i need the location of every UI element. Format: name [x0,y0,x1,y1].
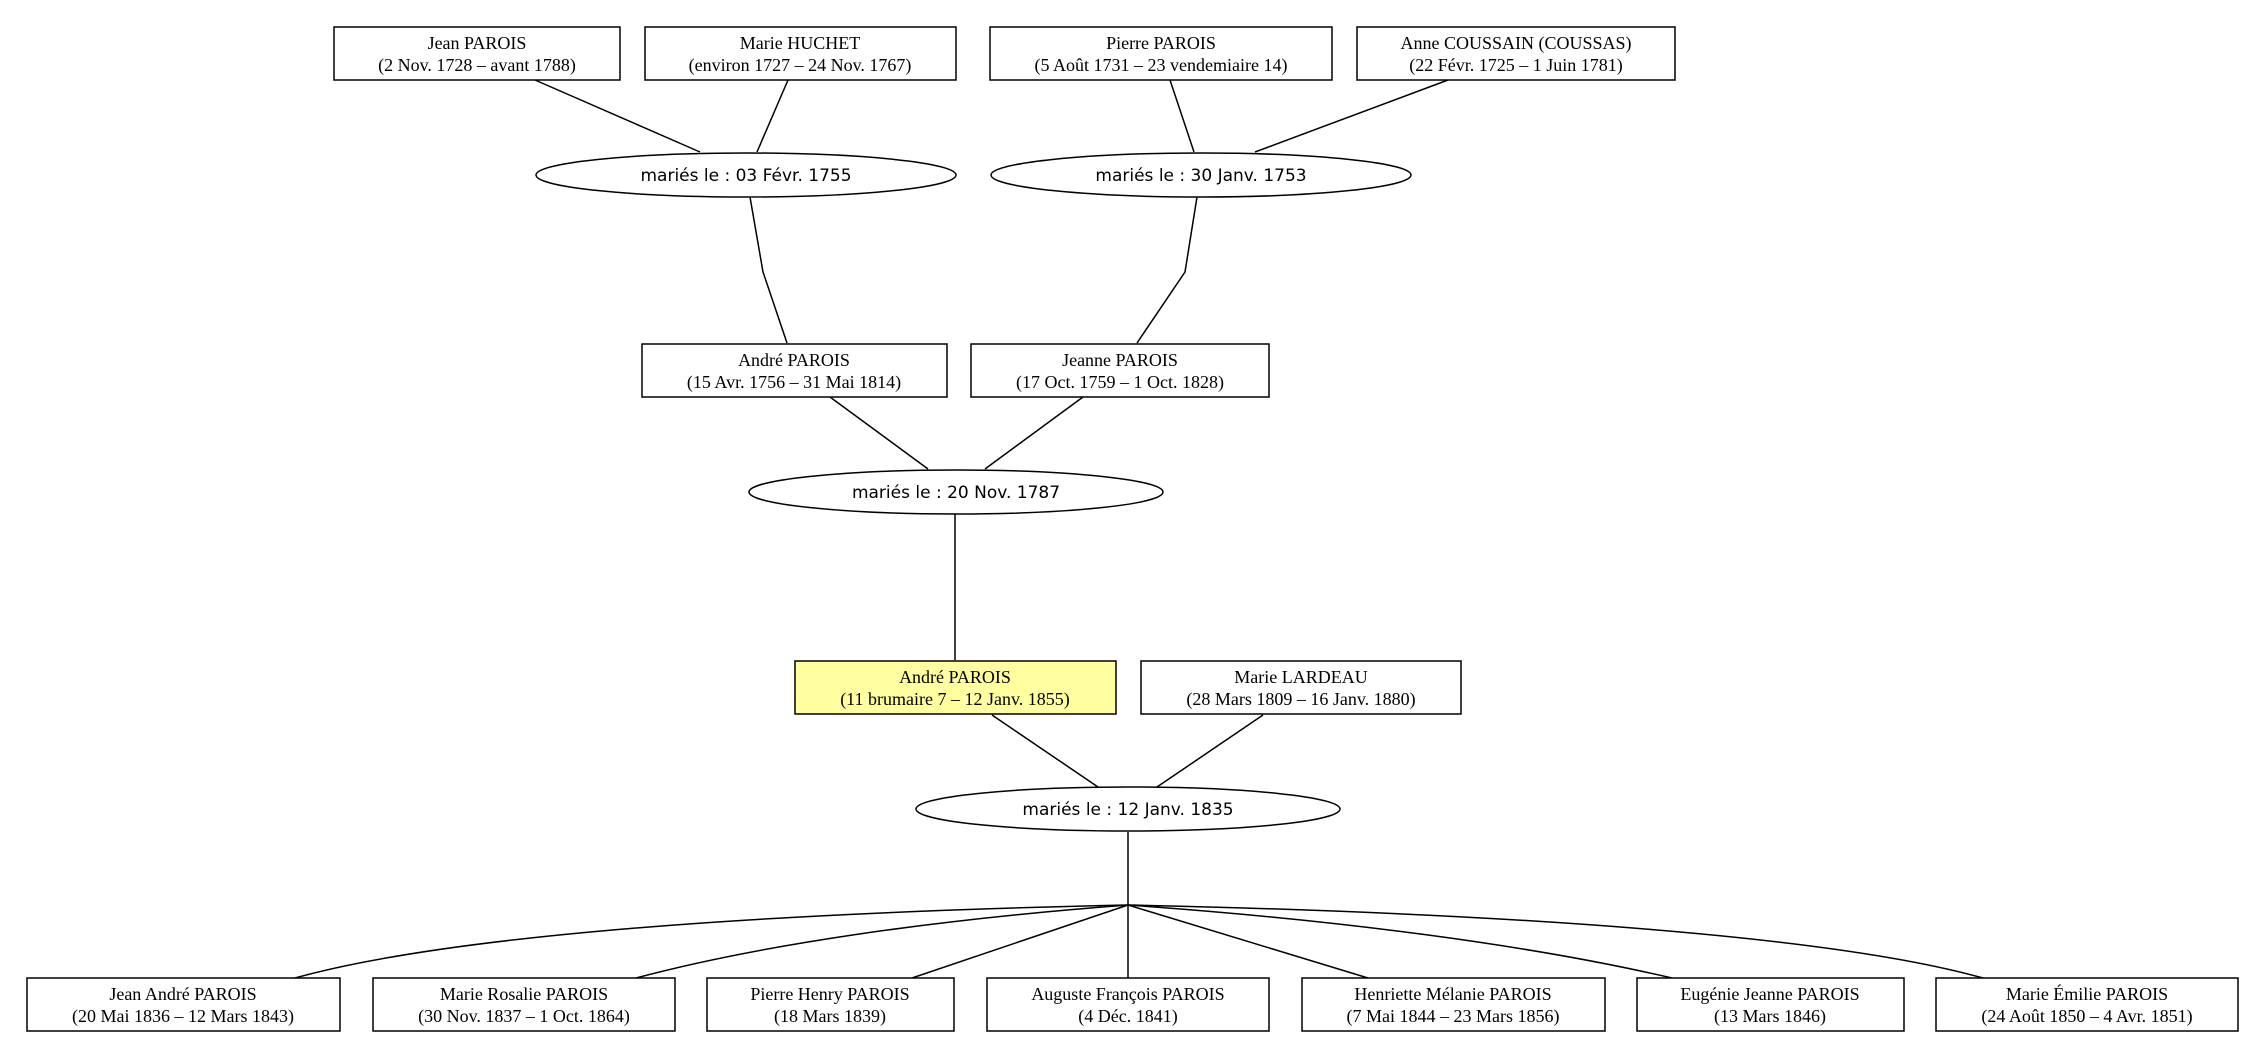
person-name: Jean André PAROIS [109,984,256,1004]
person-dates: (20 Mai 1836 – 12 Mars 1843) [72,1006,294,1027]
edge-lardeau-to-u1835 [1156,714,1264,788]
person-marie-lardeau[interactable]: Marie LARDEAU (28 Mars 1809 – 16 Janv. 1… [1140,660,1462,715]
edge-hub-to-eugenie [1127,904,1673,979]
child-auguste-francois-parois[interactable]: Auguste François PAROIS (4 Déc. 1841) [986,977,1270,1032]
union-1753[interactable]: mariés le : 30 Janv. 1753 [990,152,1412,198]
child-marie-rosalie-parois[interactable]: Marie Rosalie PAROIS (30 Nov. 1837 – 1 O… [372,977,676,1032]
person-dates: (7 Mai 1844 – 23 Mars 1856) [1347,1006,1560,1027]
edge-u1753-to-jeanne [1136,196,1198,344]
person-andre-parois-1756[interactable]: André PAROIS (15 Avr. 1756 – 31 Mai 1814… [641,343,948,398]
union-1787[interactable]: mariés le : 20 Nov. 1787 [748,469,1164,515]
person-name: André PAROIS [738,350,850,370]
child-marie-emilie-parois[interactable]: Marie Émilie PAROIS (24 Août 1850 – 4 Av… [1935,977,2239,1032]
edge-u1755-to-andre1756 [749,196,788,344]
edge-hub-to-henriette [1127,904,1369,979]
person-dates: (4 Déc. 1841) [1078,1006,1177,1027]
person-anne-coussain[interactable]: Anne COUSSAIN (COUSSAS) (22 Févr. 1725 –… [1356,26,1676,81]
person-name: Auguste François PAROIS [1031,984,1224,1004]
child-pierre-henry-parois[interactable]: Pierre Henry PAROIS (18 Mars 1839) [706,977,955,1032]
person-marie-huchet[interactable]: Marie HUCHET (environ 1727 – 24 Nov. 176… [644,26,957,81]
union-1755[interactable]: mariés le : 03 Févr. 1755 [535,152,957,198]
person-name: Eugénie Jeanne PAROIS [1680,984,1859,1004]
person-name: Marie LARDEAU [1234,667,1367,687]
person-pierre-parois[interactable]: Pierre PAROIS (5 Août 1731 – 23 vendemia… [989,26,1333,81]
union-label: mariés le : 20 Nov. 1787 [852,483,1060,503]
edge-andre1756-to-u1787 [829,396,929,470]
person-name: Anne COUSSAIN (COUSSAS) [1400,33,1631,54]
union-label: mariés le : 12 Janv. 1835 [1022,800,1233,820]
union-label: mariés le : 03 Févr. 1755 [640,166,851,186]
person-dates: (30 Nov. 1837 – 1 Oct. 1864) [418,1006,630,1027]
edge-jean-to-u1755 [534,79,701,153]
person-jeanne-parois[interactable]: Jeanne PAROIS (17 Oct. 1759 – 1 Oct. 182… [970,343,1270,398]
person-name: Marie Rosalie PAROIS [440,984,608,1004]
person-name: Jean PAROIS [428,33,527,53]
person-name: Pierre PAROIS [1106,33,1216,53]
edge-coussain-to-u1753 [1254,79,1449,153]
edge-hub-to-marie-rosalie [635,904,1129,979]
person-jean-parois[interactable]: Jean PAROIS (2 Nov. 1728 – avant 1788) [333,26,621,81]
person-dates: (11 brumaire 7 – 12 Janv. 1855) [840,689,1070,710]
person-name: Pierre Henry PAROIS [750,984,909,1004]
edge-andre-to-u1835 [991,714,1099,788]
person-name: Jeanne PAROIS [1062,350,1178,370]
edge-jeanne-to-u1787 [984,396,1084,470]
person-name: André PAROIS [899,667,1011,687]
child-jean-andre-parois[interactable]: Jean André PAROIS (20 Mai 1836 – 12 Mars… [26,977,341,1032]
person-dates: (24 Août 1850 – 4 Avr. 1851) [1981,1006,2192,1027]
person-dates: (18 Mars 1839) [774,1006,886,1027]
edge-pierre-to-u1753 [1169,79,1195,153]
person-dates: (13 Mars 1846) [1714,1006,1826,1027]
person-dates: (28 Mars 1809 – 16 Janv. 1880) [1186,689,1415,710]
person-name: Henriette Mélanie PAROIS [1354,984,1551,1004]
edge-hub-to-jean-andre [294,904,1129,979]
person-dates: (17 Oct. 1759 – 1 Oct. 1828) [1016,372,1224,393]
edge-hub-to-pierre-henry [911,904,1129,979]
person-name: Marie HUCHET [740,33,860,53]
person-dates: (15 Avr. 1756 – 31 Mai 1814) [687,372,901,393]
union-label: mariés le : 30 Janv. 1753 [1095,166,1306,186]
edge-hub-to-marie-emilie [1127,904,1984,979]
person-dates: (environ 1727 – 24 Nov. 1767) [689,55,912,76]
child-eugenie-jeanne-parois[interactable]: Eugénie Jeanne PAROIS (13 Mars 1846) [1636,977,1905,1032]
person-dates: (22 Févr. 1725 – 1 Juin 1781) [1409,55,1623,76]
person-andre-parois-focus[interactable]: André PAROIS (11 brumaire 7 – 12 Janv. 1… [794,660,1117,715]
person-dates: (2 Nov. 1728 – avant 1788) [378,55,576,76]
union-1835[interactable]: mariés le : 12 Janv. 1835 [915,786,1341,832]
person-name: Marie Émilie PAROIS [2006,983,2168,1004]
tree-edges [294,79,1984,979]
person-dates: (5 Août 1731 – 23 vendemiaire 14) [1035,55,1288,76]
edge-huchet-to-u1755 [756,79,789,153]
child-henriette-melanie-parois[interactable]: Henriette Mélanie PAROIS (7 Mai 1844 – 2… [1301,977,1606,1032]
